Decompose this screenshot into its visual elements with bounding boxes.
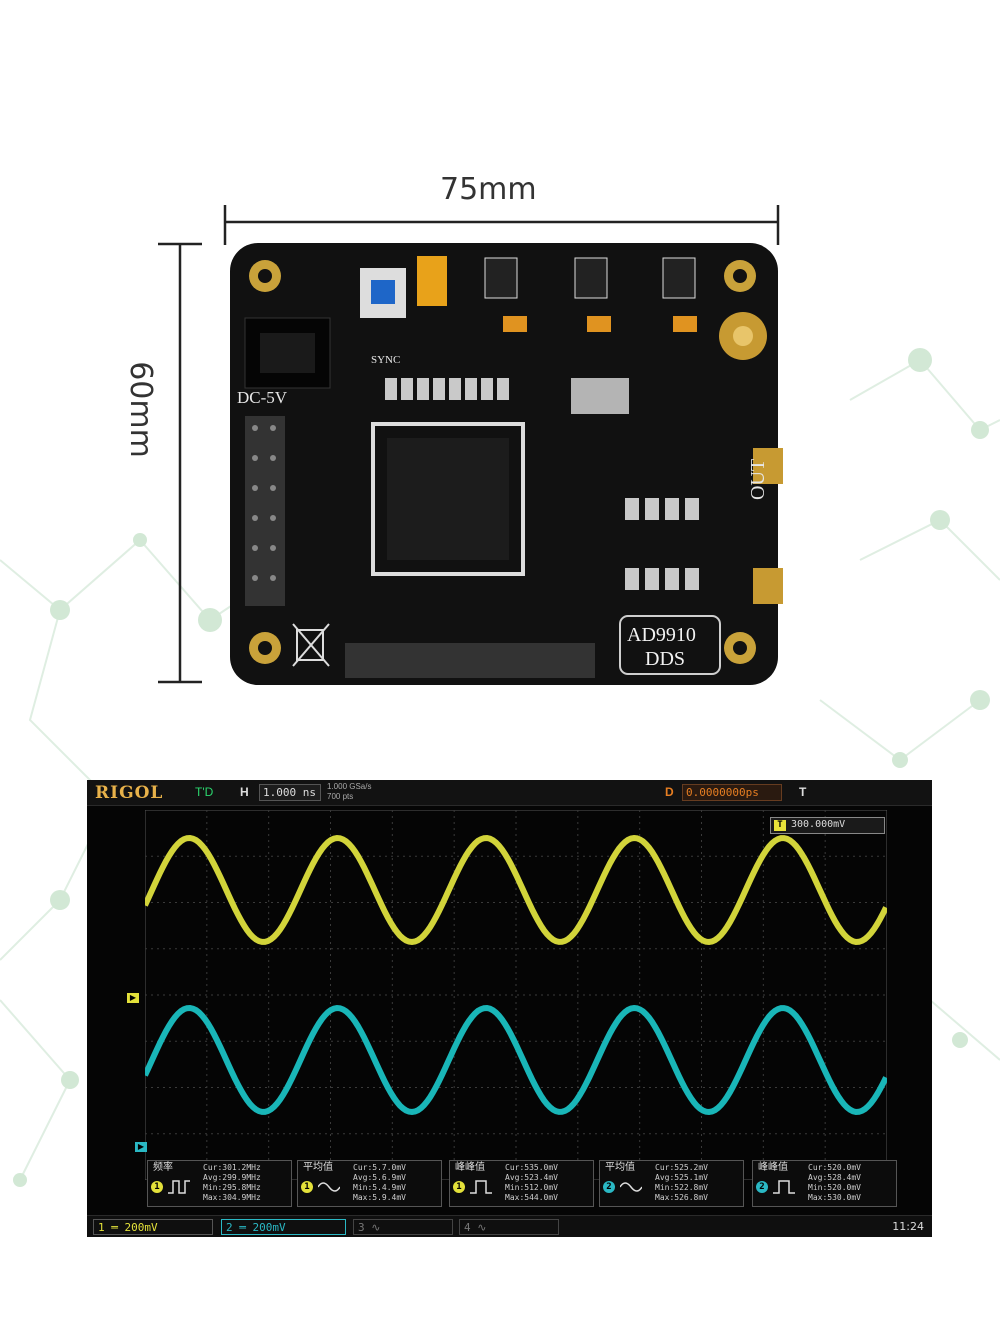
scope-points-value: 700 pts [327, 792, 354, 801]
measurement-cur: Cur:5.7.0mV [353, 1163, 406, 1172]
measurement-avg: Avg:525.1mV [655, 1173, 708, 1182]
model-label: AD9910 [627, 624, 696, 646]
trigger-level-box: T 300.000mV [770, 817, 885, 834]
measurement-avg: Avg:5.6.9mV [353, 1173, 406, 1182]
scope-mode: T'D [195, 785, 214, 799]
measurement-box: 峰峰值 1 Cur:535.0mV Avg:523.4mV Min:512.0m… [449, 1160, 594, 1207]
measurement-box: 峰峰值 2 Cur:520.0mV Avg:528.4mV Min:520.0m… [752, 1160, 897, 1207]
dds-module-board: DC-5V SYNC OUT AD9910 DDS [225, 238, 785, 688]
sine-icon [318, 1182, 340, 1192]
measurement-name: 频率 [153, 1162, 173, 1173]
measurement-box: 平均值 1 Cur:5.7.0mV Avg:5.6.9mV Min:5.4.9m… [297, 1160, 442, 1207]
ch2-waveform [145, 1004, 887, 1116]
measurement-min: Min:522.8mV [655, 1183, 708, 1192]
measurement-avg: Avg:299.9MHz [203, 1173, 261, 1182]
channel-badge: 1 [151, 1181, 163, 1193]
channel-1-tag[interactable]: 1 ═ 200mV [93, 1219, 213, 1235]
height-dimension-label: 60mm [122, 361, 158, 458]
scope-sample-rate-value: 1.000 GSa/s [327, 782, 372, 791]
measurement-name: 峰峰值 [758, 1162, 788, 1173]
measurement-cur: Cur:520.0mV [808, 1163, 861, 1172]
trigger-icon: T [774, 820, 786, 831]
measurement-cur: Cur:301.2MHz [203, 1163, 261, 1172]
scope-waveform-area [145, 810, 887, 1180]
pulse-icon [470, 1180, 492, 1194]
dimension-lines [158, 205, 780, 684]
sine-icon [620, 1182, 642, 1192]
pulse-icon [168, 1180, 190, 1194]
channel-badge: 2 [756, 1181, 768, 1193]
channel-badge: 1 [453, 1181, 465, 1193]
channel-badge: 2 [603, 1181, 615, 1193]
channel-badge: 1 [301, 1181, 313, 1193]
scope-d-label: D [665, 785, 674, 799]
measurement-max: Max:5.9.4mV [353, 1193, 406, 1202]
scope-top-bar: RIGOL T'D H 1.000 ns 1.000 GSa/s 700 pts… [87, 780, 932, 806]
measurement-min: Min:5.4.9mV [353, 1183, 406, 1192]
channel-2-tag[interactable]: 2 ═ 200mV [221, 1219, 346, 1235]
scope-channel-bar: 1 ═ 200mV 2 ═ 200mV 3 ∿ 4 ∿ 11:24 [87, 1215, 932, 1237]
oscilloscope-screen: RIGOL T'D H 1.000 ns 1.000 GSa/s 700 pts… [87, 780, 932, 1237]
ch1-waveform [145, 834, 887, 946]
scope-t-label: T [799, 785, 807, 799]
width-dimension-label: 75mm [440, 172, 537, 207]
measurement-avg: Avg:528.4mV [808, 1173, 861, 1182]
pcb-illustration [230, 243, 783, 685]
measurement-name: 峰峰值 [455, 1162, 485, 1173]
measurement-name: 平均值 [303, 1162, 333, 1173]
measurement-min: Min:520.0mV [808, 1183, 861, 1192]
channel-3-tag[interactable]: 3 ∿ [353, 1219, 453, 1235]
ch2-offset-marker: ▶ [135, 1142, 147, 1152]
measurement-avg: Avg:523.4mV [505, 1173, 558, 1182]
output-label: OUT [747, 458, 769, 500]
scope-clock: 11:24 [892, 1220, 924, 1233]
scope-delay: 0.0000000ps [682, 784, 782, 801]
measurement-min: Min:512.0mV [505, 1183, 558, 1192]
scope-h-label: H [240, 785, 249, 799]
measurement-box: 平均值 2 Cur:525.2mV Avg:525.1mV Min:522.8m… [599, 1160, 744, 1207]
measurement-max: Max:526.8mV [655, 1193, 708, 1202]
measurement-max: Max:304.9MHz [203, 1193, 261, 1202]
scope-brand: RIGOL [95, 783, 164, 803]
scope-sample-rate: 1.000 GSa/s 700 pts [327, 782, 371, 802]
measurement-box: 频率 1 Cur:301.2MHz Avg:299.9MHz Min:295.8… [147, 1160, 292, 1207]
type-label: DDS [645, 648, 686, 670]
measurement-cur: Cur:525.2mV [655, 1163, 708, 1172]
measurement-max: Max:530.0mV [808, 1193, 861, 1202]
ch1-offset-marker: ▶ [127, 993, 139, 1003]
measurement-name: 平均值 [605, 1162, 635, 1173]
sync-label: SYNC [371, 354, 401, 366]
trigger-level: 300.000mV [791, 819, 846, 830]
scope-timebase: 1.000 ns [259, 784, 321, 801]
channel-4-tag[interactable]: 4 ∿ [459, 1219, 559, 1235]
power-label: DC-5V [237, 388, 288, 407]
measurement-cur: Cur:535.0mV [505, 1163, 558, 1172]
measurement-max: Max:544.0mV [505, 1193, 558, 1202]
measurement-min: Min:295.8MHz [203, 1183, 261, 1192]
pulse-icon [773, 1180, 795, 1194]
